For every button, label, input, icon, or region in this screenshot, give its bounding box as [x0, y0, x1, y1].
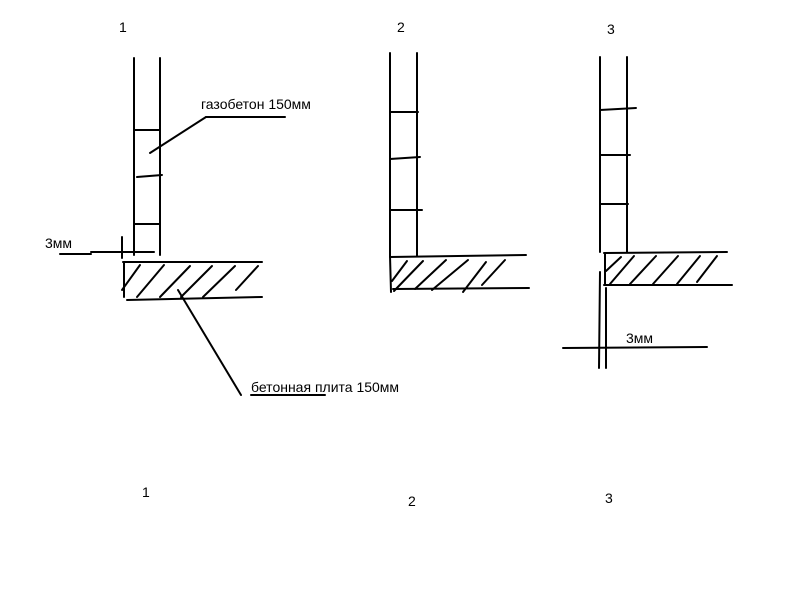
detail-3-block-joint [599, 107, 637, 111]
detail-1-slab-hatching [121, 264, 259, 298]
detail-number-3-top: 3 [607, 21, 615, 37]
detail-1 [59, 57, 326, 396]
concrete-slab-label: бетонная плита 150мм [251, 379, 400, 395]
detail-1-block-joint [136, 174, 163, 178]
gap-label-detail-1: 3мм [45, 235, 73, 251]
detail-3-slab-top-edge [603, 251, 728, 254]
detail-2 [389, 52, 530, 293]
detail-3-gap-dimension-line [562, 346, 708, 349]
gap-label-detail-3: 3мм [626, 330, 654, 346]
detail-number-1-bottom: 1 [142, 484, 150, 500]
detail-1-slab-bottom-edge [126, 296, 263, 301]
detail-1-slab-leader-line [177, 289, 242, 396]
detail-number-1-top: 1 [119, 19, 127, 35]
detail-2-slab-left-edge [389, 255, 392, 293]
detail-2-slab-bottom-edge [392, 287, 530, 290]
detail-3-slab-hatching [605, 255, 718, 285]
detail-2-block-joint [389, 156, 421, 160]
aerated-concrete-label: газобетон 150мм [201, 96, 311, 112]
detail-1-wall-leader-line [149, 116, 207, 154]
detail-number-2-top: 2 [397, 19, 405, 35]
detail-3-gap-extension-line [598, 271, 601, 369]
detail-number-3-bottom: 3 [605, 490, 613, 506]
detail-2-slab-hatching [391, 259, 506, 293]
detail-2-slab-top-edge [389, 254, 527, 258]
detail-number-2-bottom: 2 [408, 493, 416, 509]
detail-3 [562, 56, 733, 369]
